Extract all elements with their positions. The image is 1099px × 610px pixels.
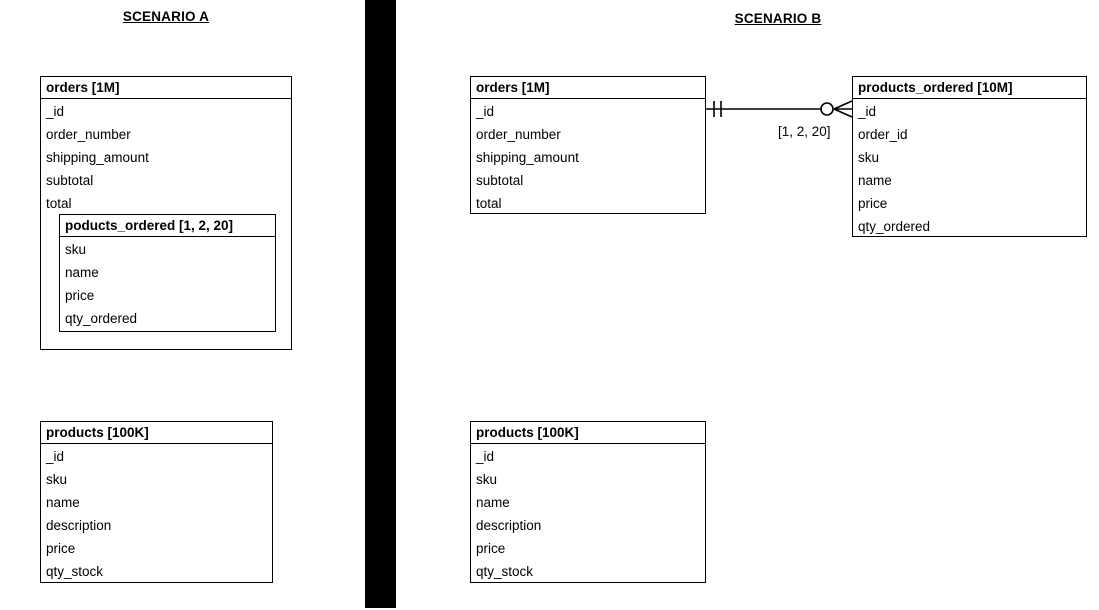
entity-orders-scenario-a[interactable]: orders [1M] _id order_number shipping_am… <box>40 76 292 350</box>
entity-products-ordered-scenario-b[interactable]: products_ordered [10M] _id order_id sku … <box>852 76 1087 237</box>
field-row: sku <box>858 150 880 165</box>
relationship-connector-orders-products-ordered <box>706 100 853 118</box>
field-row: price <box>46 541 76 556</box>
field-row: description <box>46 518 112 533</box>
field-row: total <box>476 196 502 211</box>
field-row: _id <box>858 104 877 119</box>
field-row: _id <box>46 449 65 464</box>
field-row: qty_stock <box>476 564 534 579</box>
embedded-entity-products-ordered-a[interactable]: poducts_ordered [1, 2, 20] sku name pric… <box>59 214 276 332</box>
cardinality-zero-circle <box>820 102 834 116</box>
entity-header-orders-a: orders [1M] <box>41 77 291 99</box>
field-row: price <box>65 288 95 303</box>
field-row: shipping_amount <box>476 150 579 165</box>
field-row: order_id <box>858 127 908 142</box>
scenario-divider-bar <box>365 0 396 608</box>
field-row: sku <box>476 472 498 487</box>
entity-header-embedded-products-ordered-a: poducts_ordered [1, 2, 20] <box>60 215 275 237</box>
field-row: name <box>476 495 510 510</box>
entity-fields-products-a: _id sku name description price qty_stock <box>41 444 272 583</box>
entity-products-scenario-b[interactable]: products [100K] _id sku name description… <box>470 421 706 583</box>
field-row: name <box>858 173 892 188</box>
field-row: qty_stock <box>46 564 104 579</box>
relationship-cardinality-label: [1, 2, 20] <box>778 124 831 139</box>
field-row: subtotal <box>46 173 94 188</box>
field-row: name <box>65 265 99 280</box>
field-row: order_number <box>46 127 131 142</box>
field-row: shipping_amount <box>46 150 149 165</box>
field-row: price <box>858 196 888 211</box>
field-row: order_number <box>476 127 561 142</box>
field-row: subtotal <box>476 173 524 188</box>
entity-orders-scenario-b[interactable]: orders [1M] _id order_number shipping_am… <box>470 76 706 214</box>
entity-fields-products-b: _id sku name description price qty_stock <box>471 444 705 583</box>
field-row: description <box>476 518 542 533</box>
field-row: qty_ordered <box>65 311 138 326</box>
field-row: _id <box>46 104 65 119</box>
entity-fields-embedded-products-ordered-a: sku name price qty_ordered <box>60 237 275 330</box>
entity-fields-orders-a: _id order_number shipping_amount subtota… <box>41 99 291 215</box>
entity-header-products-a: products [100K] <box>41 422 272 444</box>
entity-header-products-ordered-b: products_ordered [10M] <box>853 77 1086 99</box>
field-row: sku <box>65 242 87 257</box>
entity-fields-orders-b: _id order_number shipping_amount subtota… <box>471 99 705 215</box>
scenario-b-title: SCENARIO B <box>734 11 822 26</box>
entity-header-products-b: products [100K] <box>471 422 705 444</box>
entity-header-orders-b: orders [1M] <box>471 77 705 99</box>
field-row: _id <box>476 449 495 464</box>
field-row: total <box>46 196 72 211</box>
scenario-a-title: SCENARIO A <box>122 9 210 24</box>
entity-products-scenario-a[interactable]: products [100K] _id sku name description… <box>40 421 273 583</box>
field-row: sku <box>46 472 68 487</box>
field-row: qty_ordered <box>858 219 931 234</box>
field-row: name <box>46 495 80 510</box>
field-row: _id <box>476 104 495 119</box>
cardinality-many-crowsfoot <box>833 100 853 118</box>
field-row: price <box>476 541 506 556</box>
entity-fields-products-ordered-b: _id order_id sku name price qty_ordered <box>853 99 1086 238</box>
